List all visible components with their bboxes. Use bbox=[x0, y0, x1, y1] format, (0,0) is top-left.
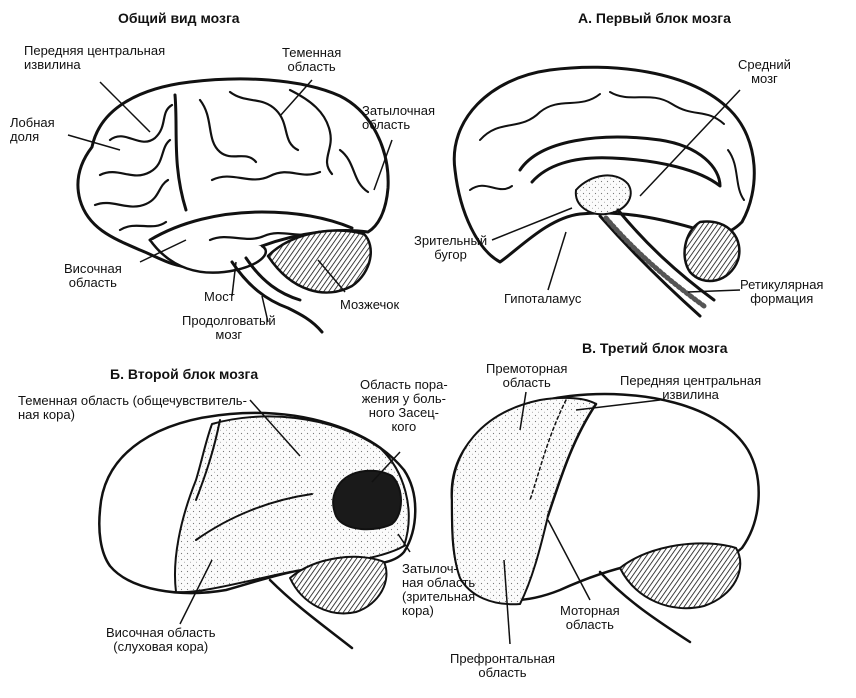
general-view-title: Общий вид мозга bbox=[118, 10, 240, 26]
label-temporal-auditory: Височная область (слуховая кора) bbox=[106, 626, 216, 654]
label-motor: Моторная область bbox=[560, 604, 620, 632]
label-front-central-gyrus: Передняя центральная извилина bbox=[24, 44, 165, 72]
label-parietal-cortex: Теменная область (общечувствитель- ная к… bbox=[18, 394, 247, 422]
label-cerebellum: Мозжечок bbox=[340, 298, 399, 312]
lesion-area bbox=[333, 471, 401, 530]
label-pons: Мост bbox=[204, 290, 235, 304]
block-b-title: Б. Второй блок мозга bbox=[110, 366, 258, 382]
label-lesion-area: Область пора- жения у боль- ного Засец- … bbox=[360, 378, 448, 434]
block-b-brain-drawing bbox=[99, 413, 415, 648]
label-medulla: Продолговатый мозг bbox=[182, 314, 276, 342]
cerebellum bbox=[685, 222, 740, 282]
label-occipital-visual: Затылоч- ная область (зрительная кора) bbox=[402, 562, 475, 618]
label-frontal-lobe: Лобная доля bbox=[10, 116, 55, 144]
label-front-central-gyrus-v: Передняя центральная извилина bbox=[620, 374, 761, 402]
label-temporal: Височная область bbox=[64, 262, 122, 290]
label-reticular-formation: Ретикулярная формация bbox=[740, 278, 823, 306]
label-hypothalamus: Гипоталамус bbox=[504, 292, 581, 306]
label-prefrontal: Префронтальная область bbox=[450, 652, 555, 680]
label-premotor: Премоторная область bbox=[486, 362, 567, 390]
label-thalamus: Зрительный бугор bbox=[414, 234, 487, 262]
block-v-title: В. Третий блок мозга bbox=[582, 340, 728, 356]
block-a-title: А. Первый блок мозга bbox=[578, 10, 731, 26]
label-occipital: Затылочная область bbox=[362, 104, 435, 132]
label-midbrain: Средний мозг bbox=[738, 58, 791, 86]
label-parietal: Теменная область bbox=[282, 46, 341, 74]
block-a-brain-drawing bbox=[454, 67, 754, 316]
